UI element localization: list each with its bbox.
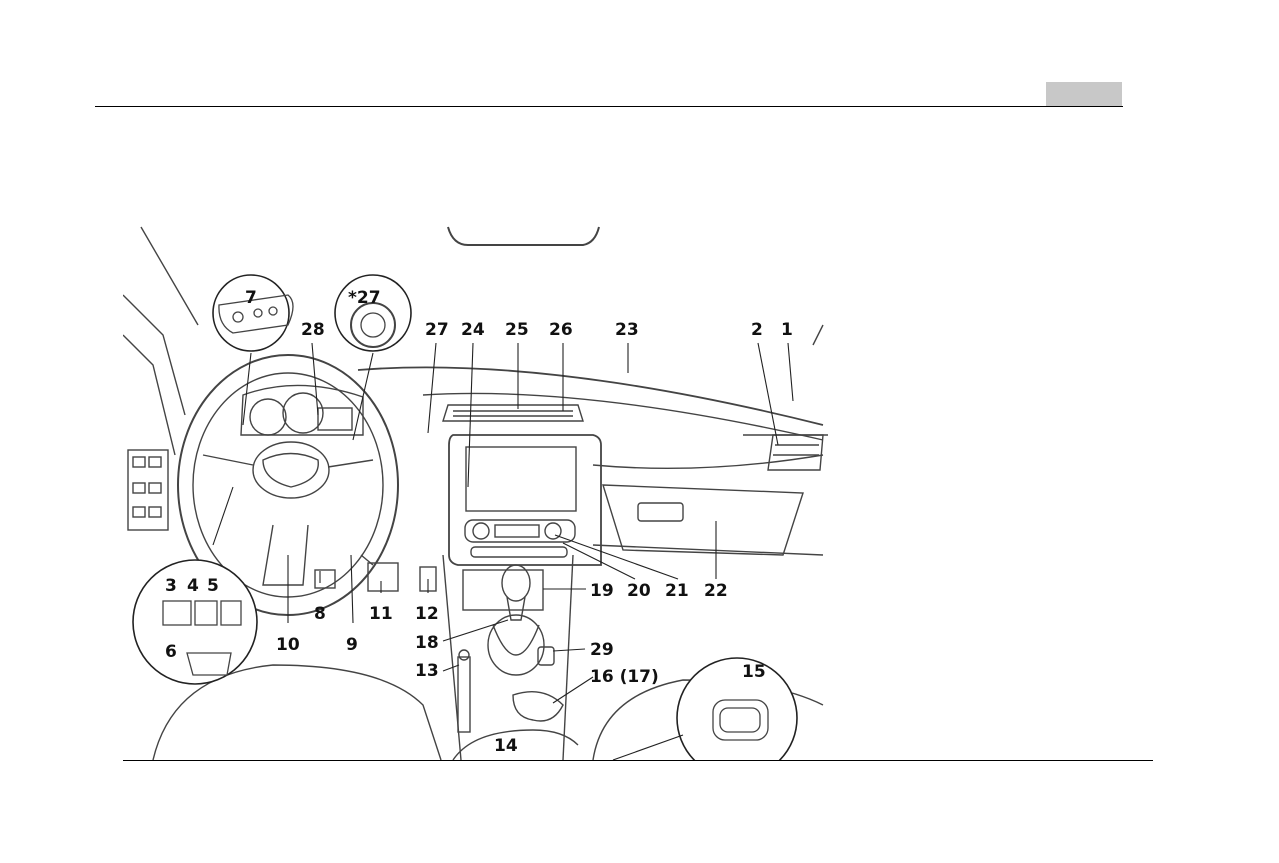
leader-29 (552, 648, 586, 652)
label-3: 3 (165, 576, 177, 596)
label-18: 18 (415, 633, 439, 653)
header-rule (95, 106, 1123, 107)
label-4: 4 (187, 576, 199, 596)
label-20: 20 (627, 581, 651, 601)
inset-circle-stalk (212, 274, 290, 352)
label-6: 6 (165, 642, 177, 662)
label-21: 21 (665, 581, 689, 601)
leader-16 (552, 676, 594, 704)
label-19: 19 (590, 581, 614, 601)
label-8: 8 (314, 604, 326, 624)
leader-15 (612, 734, 684, 760)
label-7: 7 (245, 288, 257, 308)
leader-13 (442, 664, 460, 672)
leader-27 (427, 342, 437, 434)
label-5: 5 (207, 576, 219, 596)
page-section-tab (1046, 82, 1122, 106)
label-24: 24 (461, 320, 485, 340)
label-16-17: 16 (17) (590, 667, 659, 687)
dashboard-figure: 7 *27 28 27 24 25 26 23 2 1 3 4 5 6 10 8… (123, 225, 828, 760)
label-9: 9 (346, 635, 358, 655)
leader-3 (212, 486, 234, 546)
label-14: 14 (494, 736, 518, 756)
label-26: 26 (549, 320, 573, 340)
leader-24 (467, 342, 474, 488)
label-28: 28 (301, 320, 325, 340)
label-22: 22 (704, 581, 728, 601)
label-1: 1 (781, 320, 793, 340)
label-10: 10 (276, 635, 300, 655)
label-27-star: *27 (348, 288, 381, 308)
leader-21 (554, 534, 679, 580)
label-11: 11 (369, 604, 393, 624)
leader-2 (757, 342, 779, 446)
leader-7 (242, 352, 252, 426)
label-12: 12 (415, 604, 439, 624)
leader-28 (311, 342, 319, 416)
dashboard-illustration: 7 *27 28 27 24 25 26 23 2 1 3 4 5 6 10 8… (123, 226, 828, 760)
label-29: 29 (590, 640, 614, 660)
leader-18 (442, 619, 509, 642)
label-27: 27 (425, 320, 449, 340)
leader-1 (787, 342, 794, 402)
leader-9 (350, 554, 354, 624)
label-25: 25 (505, 320, 529, 340)
leader-27s (352, 352, 374, 441)
label-15: 15 (742, 662, 766, 682)
label-2: 2 (751, 320, 763, 340)
footer-rule (123, 760, 1153, 761)
leader-20 (562, 542, 636, 580)
inset-circle-lamp (676, 657, 798, 760)
label-23: 23 (615, 320, 639, 340)
label-13: 13 (415, 661, 439, 681)
